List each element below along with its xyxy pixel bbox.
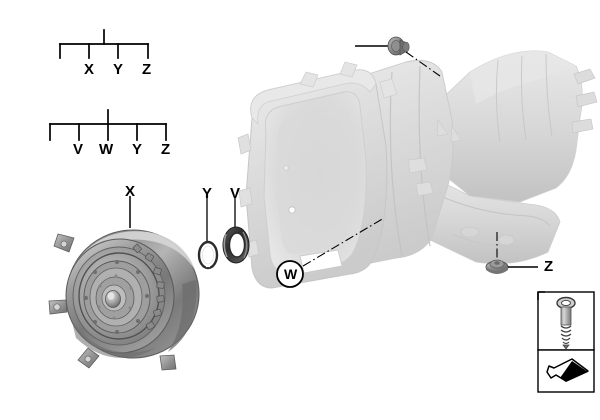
torque-converter-graphic	[48, 196, 200, 371]
bracket-lower-label-1: W	[99, 141, 114, 158]
callout-label-housing-bolt: Z	[544, 258, 554, 275]
bracket-lower-label-2: Y	[132, 141, 143, 158]
housing-bolt-graphic	[485, 232, 538, 274]
transmission-housing-graphic	[237, 50, 598, 289]
bracket-upper-graphic	[59, 29, 149, 59]
callout-label-shaft-seal: V	[230, 185, 241, 202]
bracket-lower-graphic	[49, 109, 167, 141]
top-plug-graphic	[355, 36, 441, 77]
callout-label-torque-converter: X	[125, 183, 136, 200]
bracket-lower-label-3: Z	[161, 141, 171, 158]
callout-label-snap-ring: Y	[202, 185, 213, 202]
legend-box-graphic	[537, 291, 595, 393]
callout-label-transmission-housing: W	[284, 266, 298, 282]
transmission-callout-graphic	[276, 217, 385, 288]
shaft-seal-graphic	[222, 198, 250, 264]
bracket-upper-label-0: X	[84, 61, 95, 78]
bracket-upper-label-2: Z	[142, 61, 152, 78]
bracket-upper-label-1: Y	[113, 61, 124, 78]
arrow-flag-icon	[546, 358, 589, 382]
screw-icon	[556, 296, 576, 350]
bracket-lower-label-0: V	[73, 141, 84, 158]
snap-ring-graphic	[197, 198, 219, 270]
